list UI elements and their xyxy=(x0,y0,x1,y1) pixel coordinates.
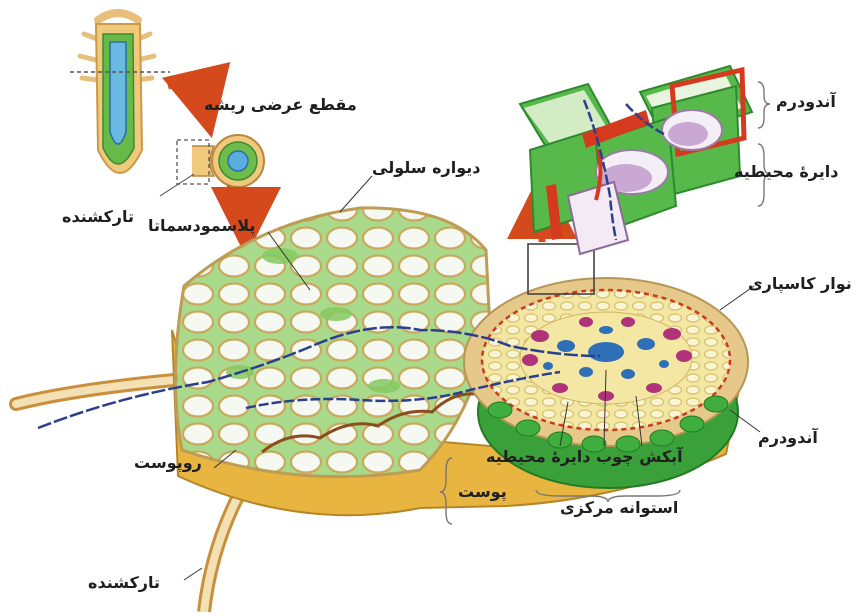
label-cross-section: مقطع عرضی ریشه xyxy=(204,97,357,113)
label-root-hair-bottom: تارکشنده xyxy=(88,575,160,591)
label-pericycle-top: دایرهٔ محیطیه xyxy=(734,164,838,180)
label-cell-wall: دیواره سلولی xyxy=(372,160,480,176)
label-casparian-strip: نوار کاسپاری xyxy=(748,276,852,292)
label-endodermis-top: آندودرم xyxy=(776,94,836,110)
label-phloem-xylem-pericycle: آبکش چوب دایرهٔ محیطیه xyxy=(486,449,683,465)
small-cross-section xyxy=(160,135,264,196)
label-epidermis: روپوست xyxy=(134,455,202,471)
cortex-block xyxy=(175,208,490,477)
label-cortex: پوست xyxy=(458,484,507,500)
endodermis-zoom xyxy=(520,66,752,254)
label-plasmodesmata: پلاسمودسماتا xyxy=(148,218,255,234)
label-root-hair-top: تارکشنده xyxy=(62,209,134,225)
label-vascular-cylinder: استوانه مرکزی xyxy=(560,500,678,516)
root-tip-illustration xyxy=(70,13,170,173)
red-arrow-1 xyxy=(168,84,204,104)
label-endodermis-right: آندودرم xyxy=(758,430,818,446)
